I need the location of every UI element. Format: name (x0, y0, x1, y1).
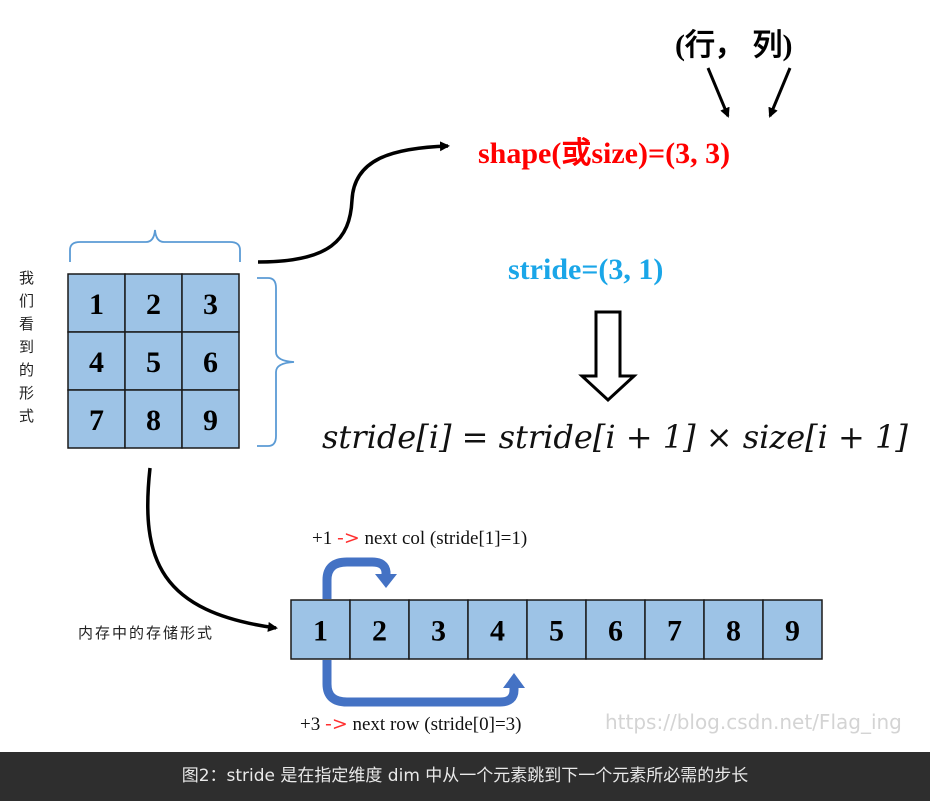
stride-formula: stride[i] = stride[i + 1] × size[i + 1] (322, 418, 908, 456)
next-col-arrow-glyph: -> (336, 527, 360, 549)
memory-cell-value: 8 (726, 614, 741, 647)
memory-cell-box (526, 599, 587, 660)
curve-arrow-to-memory (146, 467, 278, 632)
grid-cell-value: 5 (146, 346, 161, 379)
grid-cell-value: 2 (146, 288, 161, 321)
row-pointer-arrow (706, 67, 730, 118)
grid-cell-box (67, 389, 126, 449)
col-pointer-arrow (768, 67, 792, 118)
next-col-jump-arrow (322, 557, 391, 599)
grid-cell-value: 3 (203, 288, 218, 321)
memory-cell-value: 1 (313, 614, 328, 647)
right-brace (257, 277, 295, 447)
memory-cell-box (290, 599, 351, 660)
grid-cell-box (124, 273, 183, 333)
row-col-label: (行， 列) (675, 29, 793, 62)
memory-form-label: 内存中的存储形式 (78, 624, 215, 642)
memory-cell-box (644, 599, 705, 660)
grid-cell-box (181, 331, 240, 391)
memory-cell-value: 5 (549, 614, 564, 647)
grid-cell-value: 6 (203, 346, 218, 379)
next-row-text: next row (stride[0]=3) (352, 714, 522, 735)
memory-cell-value: 3 (431, 614, 446, 647)
grid-cell-value: 1 (89, 288, 104, 321)
diagram-graphics: 1 2 3 4 5 6 7 8 9 1 2 3 4 5 6 7 8 9 (67, 67, 823, 707)
grid-cell-value: 9 (203, 404, 218, 437)
grid-cell-value: 4 (89, 346, 104, 379)
next-row-prefix: +3 (300, 714, 321, 735)
next-col-text: next col (stride[1]=1) (364, 528, 528, 549)
watermark: https://blog.csdn.net/Flag_ing (605, 710, 902, 734)
memory-cell-value: 7 (667, 614, 682, 647)
caption-bar (0, 752, 930, 801)
shape-label: shape(或size)=(3, 3) (478, 137, 731, 170)
next-row-jump-head (503, 673, 525, 688)
stride-label: stride=(3, 1) (508, 253, 664, 286)
next-row-note: +3 -> next row (stride[0]=3) (300, 713, 522, 736)
memory-cell-value: 6 (608, 614, 623, 647)
view-form-label: 我们看到的形式 (17, 270, 35, 431)
grid-cells: 1 2 3 4 5 6 7 8 9 (67, 273, 240, 449)
next-row-jump-arrow (322, 660, 519, 707)
next-col-note: +1 -> next col (stride[1]=1) (312, 527, 527, 550)
curve-arrow-to-shape (257, 141, 450, 264)
memory-cell-box (408, 599, 469, 660)
hollow-down-arrow (578, 310, 638, 403)
memory-cell-box (703, 599, 764, 660)
memory-cell-value: 9 (785, 614, 800, 647)
memory-cells: 1 2 3 4 5 6 7 8 9 (290, 599, 823, 660)
grid-cell-value: 8 (146, 404, 161, 437)
figure-caption: 图2：stride 是在指定维度 dim 中从一个元素跳到下一个元素所必需的步长 (181, 766, 749, 786)
memory-cell-value: 4 (490, 614, 505, 647)
memory-cell-box (762, 599, 823, 660)
grid-cell-box (181, 389, 240, 449)
next-row-arrow-glyph: -> (324, 713, 348, 735)
top-brace (69, 229, 241, 262)
memory-cell-value: 2 (372, 614, 387, 647)
next-col-jump-head (375, 574, 397, 588)
next-col-prefix: +1 (312, 528, 333, 549)
memory-cell-box (349, 599, 410, 660)
grid-cell-value: 7 (89, 404, 104, 437)
